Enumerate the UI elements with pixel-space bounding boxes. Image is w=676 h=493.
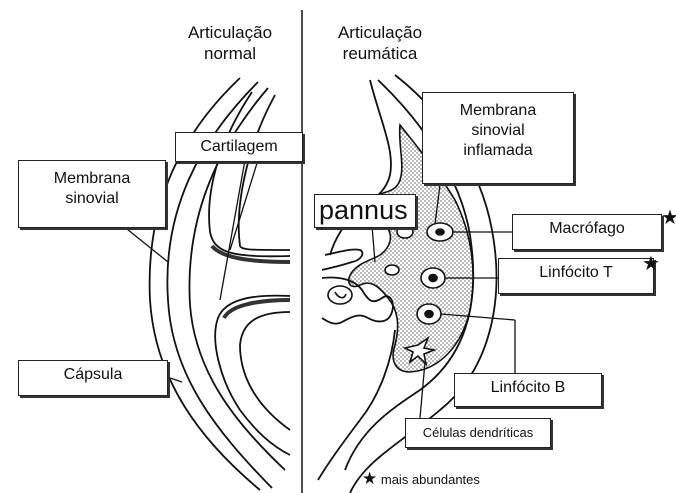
legend: ★ mais abundantes bbox=[362, 470, 480, 489]
label-inflamed-line3: inflamada bbox=[431, 141, 565, 161]
label-macrophage-text: Macrófago bbox=[521, 219, 653, 239]
label-dendritic-text: Células dendríticas bbox=[410, 424, 546, 442]
normal-lower-bone bbox=[215, 296, 290, 455]
label-t-lymphocyte-text: Linfócito T bbox=[507, 263, 645, 283]
title-rheumatic-line2: reumática bbox=[320, 43, 440, 64]
label-pannus-text: pannus bbox=[319, 195, 408, 225]
label-cartilage: Cartilagem bbox=[175, 132, 303, 162]
label-synovial-membrane: Membrana sinovial bbox=[18, 160, 166, 228]
label-synovial-line2: sinovial bbox=[27, 189, 157, 209]
label-inflamed-line1: Membrana bbox=[431, 101, 565, 121]
title-normal-line2: normal bbox=[170, 43, 290, 64]
normal-upper-bone bbox=[209, 92, 290, 256]
label-inflamed-membrane: Membrana sinovial inflamada bbox=[422, 92, 574, 184]
rheumatic-upper-bone bbox=[330, 80, 391, 255]
label-inflamed-line2: sinovial bbox=[431, 121, 565, 141]
title-normal-line1: Articulação bbox=[170, 22, 290, 43]
label-capsule: Cápsula bbox=[18, 360, 168, 396]
label-b-lymphocyte: Linfócito B bbox=[454, 373, 602, 407]
label-dendritic-cells: Células dendríticas bbox=[405, 418, 551, 448]
label-t-lymphocyte: Linfócito T bbox=[498, 258, 654, 294]
title-rheumatic-joint: Articulação reumática bbox=[320, 22, 440, 64]
title-normal-joint: Articulação normal bbox=[170, 22, 290, 64]
label-pannus: pannus bbox=[314, 194, 416, 228]
label-cartilage-text: Cartilagem bbox=[184, 137, 294, 157]
legend-star-icon: ★ bbox=[362, 469, 377, 488]
label-macrophage: Macrófago bbox=[512, 214, 662, 250]
label-capsule-text: Cápsula bbox=[27, 365, 159, 385]
star-macrophage-icon: ★ bbox=[661, 208, 676, 228]
star-t-lymphocyte-icon: ★ bbox=[642, 254, 660, 274]
legend-text: mais abundantes bbox=[381, 472, 480, 487]
title-rheumatic-line1: Articulação bbox=[320, 22, 440, 43]
label-b-lymphocyte-text: Linfócito B bbox=[463, 378, 593, 398]
label-synovial-line1: Membrana bbox=[27, 169, 157, 189]
